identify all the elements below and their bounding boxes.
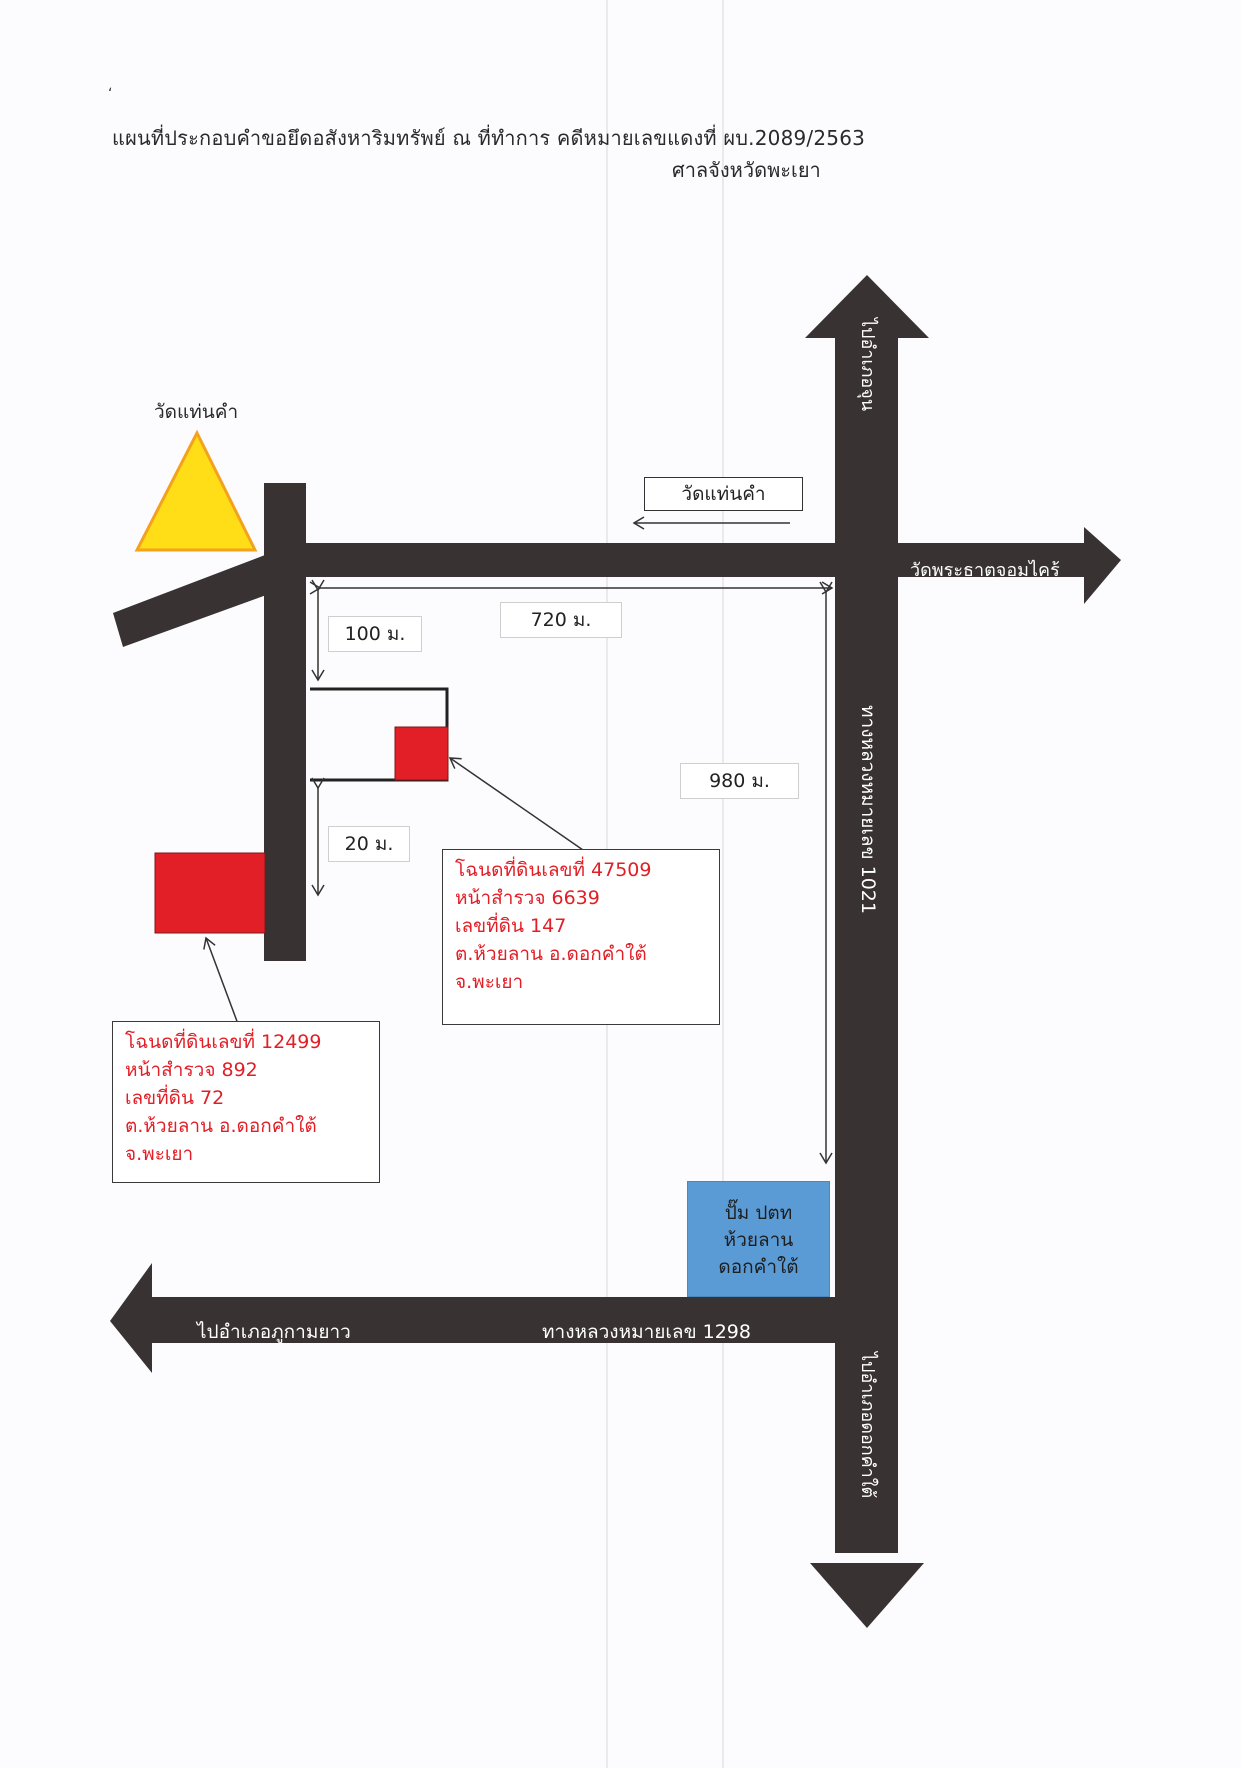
south-road-label: ไปอำเภอดอกคำใต้ — [857, 1352, 878, 1499]
map-title: แผนที่ประกอบคำขอยึดอสังหาริมทรัพย์ ณ ที่… — [112, 126, 866, 150]
deed-b-leader — [203, 936, 239, 1025]
distance-100m-label: 100 ม. — [328, 616, 422, 652]
deed-b-number: โฉนดที่ดินเลขที่ 12499 — [125, 1031, 322, 1053]
east-arrow-icon — [1084, 527, 1121, 604]
deed-b-district: ต.ห้วยลาน อ.ดอกคำใต้ — [125, 1115, 317, 1137]
deed-a-province: จ.พะเยา — [455, 971, 524, 993]
deed-a-land-no: เลขที่ดิน 147 — [455, 915, 567, 937]
deed-b-province: จ.พะเยา — [125, 1143, 194, 1165]
side-road — [264, 483, 306, 961]
paper-fold-line — [722, 0, 724, 1768]
deed-a-district: ต.ห้วยลาน อ.ดอกคำใต้ — [455, 943, 647, 965]
temple-direction-sign: วัดแท่นคำ — [644, 477, 803, 511]
east-road-label: วัดพระธาตุจอมไคร้ — [910, 560, 1060, 581]
highway-1021-road — [835, 338, 898, 1553]
ptt-gas-station: ปั๊ม ปตท ห้วยลาน ดอกคำใต้ — [687, 1181, 830, 1297]
temple-label: วัดแท่นคำ — [154, 401, 239, 423]
deed-a-survey: หน้าสำรวจ 6639 — [455, 887, 600, 909]
deed-a-leader — [448, 757, 584, 851]
pump-subdistrict: ห้วยลาน — [723, 1229, 794, 1251]
pump-district: ดอกคำใต้ — [718, 1256, 799, 1278]
temple-triangle-icon — [134, 429, 258, 552]
west-road-label: ไปอำเภอภูกามยาว — [197, 1321, 351, 1343]
south-arrow-icon — [810, 1563, 924, 1628]
north-arrow-icon — [805, 275, 929, 338]
west-arrow-icon — [110, 1263, 152, 1373]
highway-1298-road — [150, 1297, 898, 1343]
corner-mark: ʻ — [108, 86, 113, 102]
parcel-b — [154, 852, 266, 934]
deed-b-survey: หน้าสำรวจ 892 — [125, 1059, 258, 1081]
east-road — [265, 543, 1085, 577]
court-name: ศาลจังหวัดพะเยา — [672, 158, 821, 182]
north-road-label: ไปอำเภอจุน — [857, 318, 878, 412]
highway-1021-label: ทางหลวงหมายเลข 1021 — [857, 705, 879, 914]
temple-road — [113, 555, 280, 647]
highway-1298-label: ทางหลวงหมายเลข 1298 — [542, 1321, 751, 1343]
deed-a-number: โฉนดที่ดินเลขที่ 47509 — [455, 859, 652, 881]
pump-name: ปั๊ม ปตท — [724, 1202, 793, 1224]
deed-47509-box: โฉนดที่ดินเลขที่ 47509 หน้าสำรวจ 6639 เล… — [442, 849, 720, 1025]
distance-20m-label: 20 ม. — [328, 826, 410, 862]
distance-720m-label: 720 ม. — [500, 602, 622, 638]
parcel-a — [394, 726, 449, 781]
deed-b-land-no: เลขที่ดิน 72 — [125, 1087, 225, 1109]
distance-980m-label: 980 ม. — [680, 763, 799, 799]
deed-12499-box: โฉนดที่ดินเลขที่ 12499 หน้าสำรวจ 892 เลข… — [112, 1021, 380, 1183]
